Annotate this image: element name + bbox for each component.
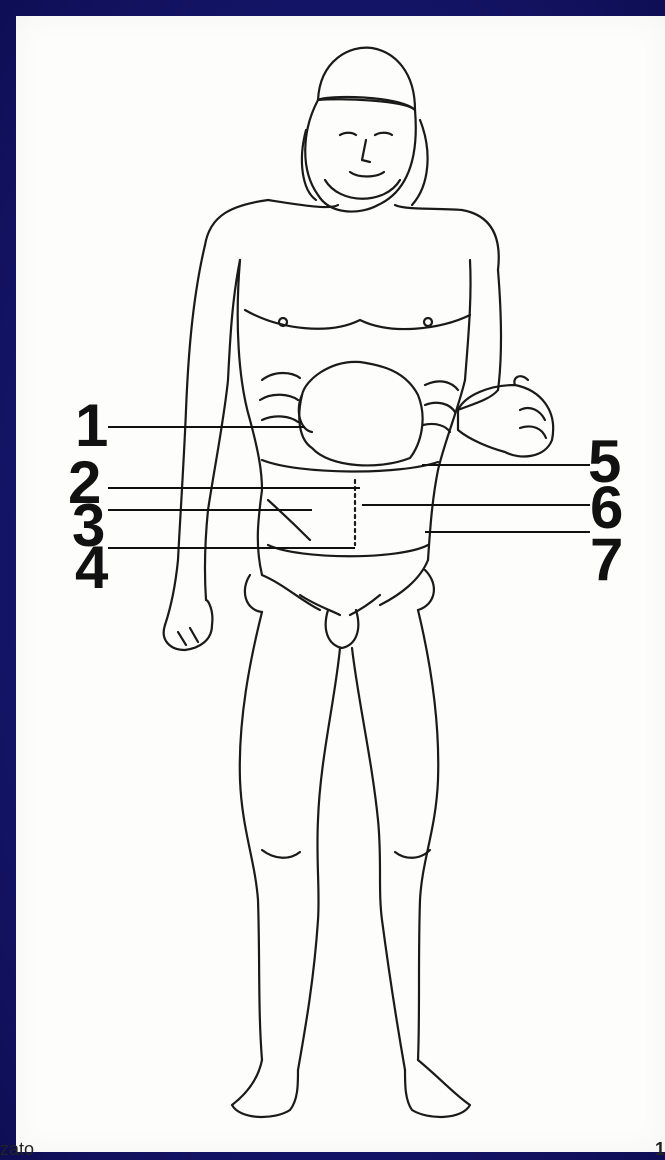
label-1: 1 — [75, 396, 108, 456]
label-7: 7 — [590, 530, 623, 590]
footer-credit: zato — [0, 1139, 34, 1160]
label-4: 4 — [75, 538, 108, 598]
page-number: 1 — [655, 1139, 665, 1160]
